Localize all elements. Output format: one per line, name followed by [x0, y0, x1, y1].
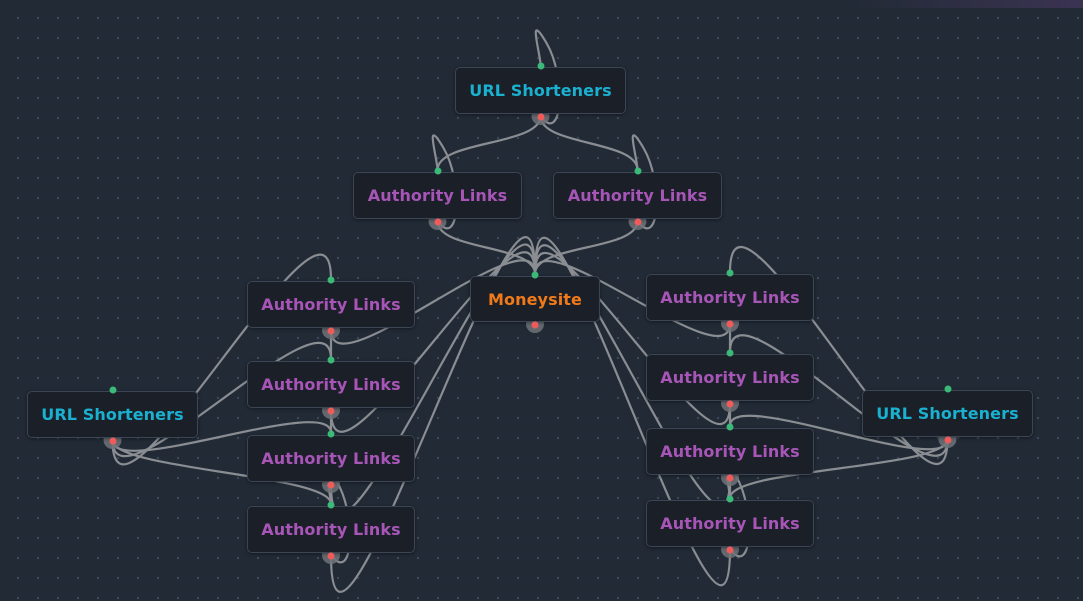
node-url-shorteners-top[interactable]: URL Shorteners — [455, 62, 626, 121]
node-url-shorteners-left[interactable]: URL Shorteners — [27, 386, 198, 445]
input-port[interactable] — [726, 423, 734, 431]
input-port[interactable] — [726, 269, 734, 277]
node-authority-links-right-2[interactable]: Authority Links — [646, 349, 814, 408]
node-authority-links-left-4[interactable]: Authority Links — [247, 501, 415, 560]
node-authority-links-left-1[interactable]: Authority Links — [247, 276, 415, 335]
node-label: URL Shorteners — [876, 404, 1019, 423]
output-port[interactable] — [537, 113, 544, 121]
output-port[interactable] — [327, 481, 335, 489]
input-port[interactable] — [327, 430, 335, 438]
node-authority-links-top-right[interactable]: Authority Links — [553, 167, 722, 226]
node-authority-links-right-4[interactable]: Authority Links — [646, 495, 814, 554]
edge-shortener-top-to-authority-top-right — [539, 114, 639, 172]
top-edge-glow — [843, 0, 1083, 8]
edge-authority-left-2-to-moneysite — [329, 251, 537, 433]
edge-authority-right-2-to-moneysite — [533, 252, 732, 425]
edge-shortener-left-to-authority-left-4 — [111, 438, 333, 506]
edge-shortener-right-to-authority-right-1 — [728, 246, 949, 465]
node-label: Authority Links — [660, 442, 800, 461]
edge-authority-top-right-to-authority-top-right — [631, 134, 658, 230]
edge-authority-right-1-to-moneysite — [533, 259, 732, 338]
node-label: Authority Links — [660, 514, 800, 533]
edge-shortener-left-to-authority-left-1 — [111, 253, 333, 466]
edge-authority-top-left-to-moneysite — [436, 219, 537, 276]
output-port[interactable] — [531, 321, 539, 329]
output-port[interactable] — [726, 474, 734, 482]
input-port[interactable] — [537, 62, 544, 70]
input-port[interactable] — [109, 386, 116, 394]
input-port[interactable] — [634, 167, 641, 175]
edge-authority-left-1-to-moneysite — [329, 259, 537, 345]
edge-shortener-top-to-shortener-top — [534, 29, 561, 125]
output-port[interactable] — [726, 320, 734, 328]
edge-shortener-right-to-authority-right-4 — [728, 437, 949, 500]
node-label: Authority Links — [261, 520, 401, 539]
output-port[interactable] — [634, 218, 641, 226]
input-port[interactable] — [944, 385, 951, 393]
edge-shortener-right-to-authority-right-2 — [728, 334, 949, 457]
node-authority-links-left-3[interactable]: Authority Links — [247, 430, 415, 489]
node-label: Authority Links — [367, 186, 508, 205]
input-port[interactable] — [434, 167, 441, 175]
node-label: Moneysite — [488, 289, 582, 309]
input-port[interactable] — [531, 271, 539, 279]
edge-authority-top-right-to-moneysite — [533, 219, 639, 276]
output-port[interactable] — [109, 437, 116, 445]
node-moneysite[interactable]: Moneysite — [470, 271, 600, 329]
input-port[interactable] — [726, 495, 734, 503]
node-label: URL Shorteners — [41, 405, 184, 424]
output-port[interactable] — [726, 546, 734, 554]
node-authority-links-right-1[interactable]: Authority Links — [646, 269, 814, 328]
node-label: Authority Links — [261, 449, 401, 468]
node-authority-links-top-left[interactable]: Authority Links — [353, 167, 522, 226]
input-port[interactable] — [327, 501, 335, 509]
output-port[interactable] — [434, 218, 441, 226]
edge-authority-top-left-to-authority-top-left — [431, 134, 458, 230]
input-port[interactable] — [327, 276, 335, 284]
node-authority-links-left-2[interactable]: Authority Links — [247, 356, 415, 415]
node-label: Authority Links — [261, 375, 401, 394]
input-port[interactable] — [726, 349, 734, 357]
input-port[interactable] — [327, 356, 335, 364]
node-label: Authority Links — [261, 295, 401, 314]
node-label: URL Shorteners — [469, 81, 612, 100]
edge-shortener-top-to-authority-top-left — [436, 114, 542, 172]
node-authority-links-right-3[interactable]: Authority Links — [646, 423, 814, 482]
edge-authority-right-4-to-moneysite — [533, 236, 732, 587]
edge-shortener-left-to-authority-left-2 — [111, 341, 333, 458]
output-port[interactable] — [726, 400, 734, 408]
node-label: Authority Links — [567, 186, 708, 205]
node-label: Authority Links — [660, 288, 800, 307]
edge-authority-left-4-to-moneysite — [329, 236, 537, 593]
node-label: Authority Links — [660, 368, 800, 387]
node-url-shorteners-right[interactable]: URL Shorteners — [862, 385, 1033, 444]
output-port[interactable] — [327, 327, 335, 335]
output-port[interactable] — [944, 436, 951, 444]
output-port[interactable] — [327, 407, 335, 415]
output-port[interactable] — [327, 552, 335, 560]
